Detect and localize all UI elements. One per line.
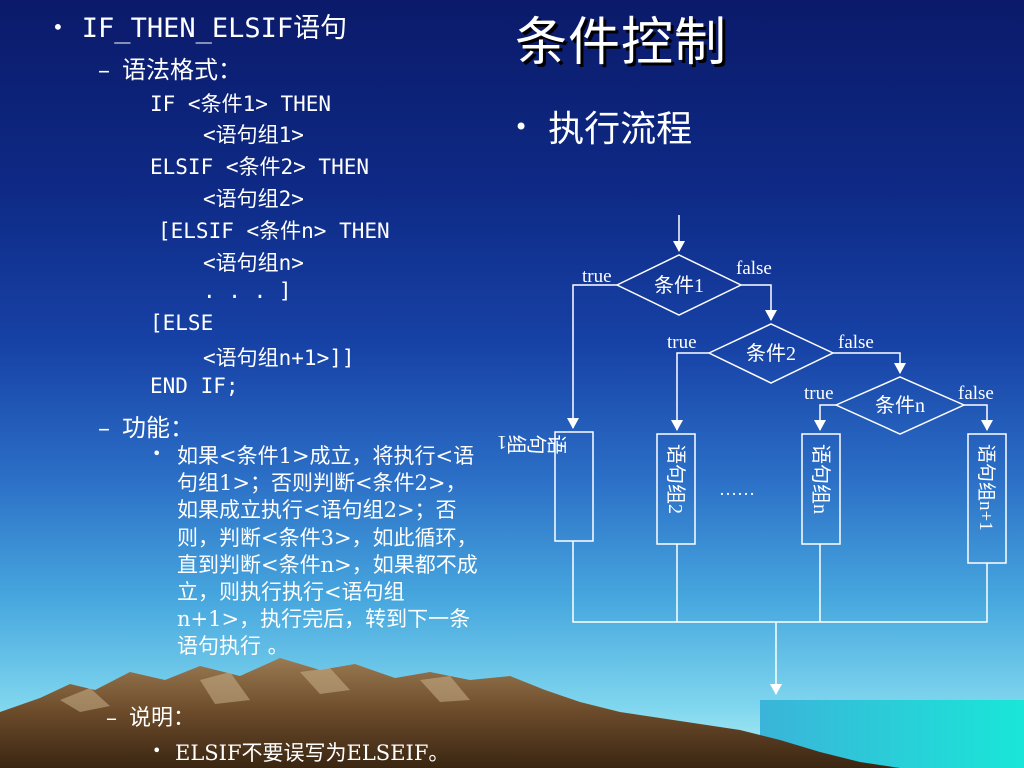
bullet-if-then-elsif: • IF_THEN_ELSIF语句	[52, 6, 347, 45]
bullet-dot: •	[514, 113, 529, 141]
code-line-9: <语句组n+1>]]	[203, 346, 355, 370]
false-label-n: false	[958, 383, 994, 404]
subheading-note: –说明：	[106, 700, 195, 732]
false-arrow-n	[964, 404, 993, 431]
code-line-8: [ELSE	[150, 311, 214, 335]
ellipsis: ……	[719, 479, 755, 499]
code-line-4: <语句组2>	[203, 187, 304, 211]
box-group2	[656, 433, 696, 545]
subheading-function: –功能：	[98, 408, 194, 443]
box-groupn1-label: 语句组n+1	[975, 444, 997, 531]
box-group2-label: 语句组2	[664, 444, 687, 514]
box-group1	[554, 431, 594, 542]
false-arrow-2	[833, 352, 906, 374]
box-groupn	[801, 433, 841, 545]
condn-label: 条件n	[875, 394, 925, 417]
bullet-dot-function: •	[152, 444, 162, 463]
code-line-2: <语句组1>	[203, 123, 304, 147]
function-description: 如果<条件1>成立，将执行<语句组1>；否则判断<条件2>，如果成立执行<语句组…	[177, 444, 478, 659]
note-text: ELSIF不要误写为ELSEIF。	[175, 741, 450, 765]
mountain-highlights	[60, 668, 470, 712]
subheading-text: 功能：	[122, 414, 194, 442]
true-label-1: true	[582, 266, 612, 287]
true-arrow-2	[671, 352, 709, 431]
code-line-3: ELSIF <条件2> THEN	[150, 155, 370, 179]
code-line-1: IF <条件1> THEN	[150, 92, 332, 116]
dash-marker: –	[98, 414, 110, 442]
merge-line-outer	[572, 541, 988, 623]
slide-title: 条件控制	[515, 13, 728, 73]
cond2-label: 条件2	[746, 342, 796, 365]
true-label-2: true	[667, 332, 697, 353]
dash-marker: –	[106, 706, 117, 731]
bullet-text: 执行流程	[548, 109, 693, 150]
false-arrow-1	[741, 284, 777, 321]
bullet-dot: •	[52, 15, 64, 39]
true-arrow-1	[567, 284, 617, 429]
code-line-5: [ELSIF <条件n> THEN	[158, 219, 390, 243]
subheading-text: 说明：	[129, 706, 196, 731]
cond1-label: 条件1	[654, 274, 704, 297]
true-arrow-n	[814, 404, 836, 431]
bullet-text: IF_THEN_ELSIF语句	[81, 13, 348, 44]
dash-marker: –	[98, 56, 110, 84]
code-line-10: END IF;	[150, 374, 239, 398]
subheading-syntax: –语法格式：	[98, 50, 242, 85]
code-line-7: . . . ]	[203, 279, 292, 303]
code-line-6: <语句组n>	[203, 251, 304, 275]
bullet-dot-note: •	[152, 741, 162, 760]
false-label-2: false	[838, 332, 874, 353]
box-groupn-label: 语句组n	[809, 444, 832, 514]
subheading-text: 语法格式：	[122, 56, 242, 84]
bullet-flow: • 执行流程	[514, 100, 692, 152]
box-group1-label: 语句组1	[497, 431, 567, 454]
true-label-n: true	[804, 383, 834, 404]
false-label-1: false	[736, 258, 772, 279]
